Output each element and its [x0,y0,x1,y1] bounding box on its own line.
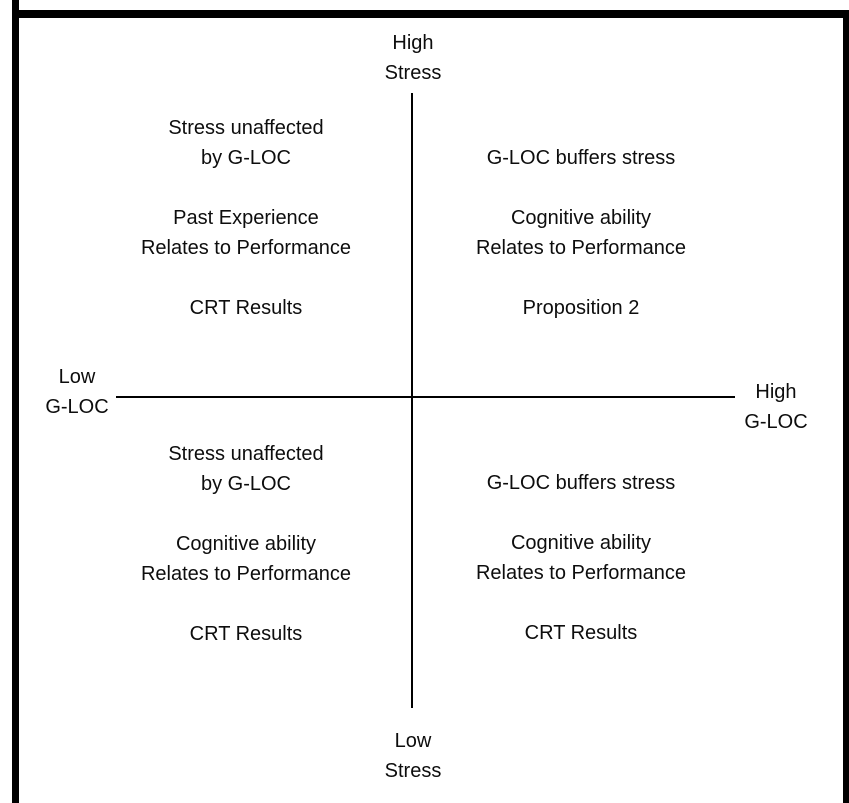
axis-label-low-gloc: Low G-LOC [27,362,127,422]
text-block-proposition-2: Proposition 2 [411,293,751,323]
text-line: Cognitive ability [510,532,652,554]
text-line: CRT Results [524,622,638,644]
text-line: Past Experience [173,207,319,229]
vertical-axis-line [411,93,413,708]
quadrant-top-left: Stress unaffected by G-LOC Past Experien… [76,113,416,323]
text-line: Relates to Performance [140,237,352,259]
text-block-cognitive-ability: Cognitive ability Relates to Performance [76,529,416,589]
text-block-stress-unaffected: Stress unaffected by G-LOC [76,439,416,499]
text-line: Cognitive ability [175,533,317,555]
quadrant-top-right: G-LOC buffers stress Cognitive ability R… [411,143,751,323]
text-block-stress-unaffected: Stress unaffected by G-LOC [76,113,416,173]
text-block-gloc-buffers: G-LOC buffers stress [411,143,751,173]
text-line: Proposition 2 [522,297,640,319]
axis-label-line: G-LOC [744,411,808,433]
text-block-past-experience: Past Experience Relates to Performance [76,203,416,263]
quadrant-bottom-right: G-LOC buffers stress Cognitive ability R… [411,468,751,648]
axis-label-line: Low [394,730,432,752]
text-block-crt-results: CRT Results [76,293,416,323]
axis-label-high-stress: High Stress [353,28,473,88]
text-line: Relates to Performance [475,237,687,259]
text-line: CRT Results [189,297,303,319]
frame-right-border [843,10,849,803]
text-line: Stress unaffected [168,117,324,139]
text-block-gloc-buffers: G-LOC buffers stress [411,468,751,498]
axis-label-line: High [755,381,797,403]
axis-label-high-gloc: High G-LOC [726,377,826,437]
text-line: Cognitive ability [510,207,652,229]
text-line: Relates to Performance [475,562,687,584]
text-block-cognitive-ability: Cognitive ability Relates to Performance [411,203,751,263]
axis-label-line: G-LOC [45,396,109,418]
axis-label-line: High [392,32,434,54]
text-line: Stress unaffected [168,443,324,465]
horizontal-axis-line [116,396,735,398]
frame-top-border [12,10,849,18]
axis-label-line: Stress [384,760,442,782]
text-line: G-LOC buffers stress [486,147,676,169]
text-block-cognitive-ability: Cognitive ability Relates to Performance [411,528,751,588]
text-line: CRT Results [189,623,303,645]
text-line: G-LOC buffers stress [486,472,676,494]
quadrant-bottom-left: Stress unaffected by G-LOC Cognitive abi… [76,439,416,649]
axis-label-low-stress: Low Stress [353,726,473,786]
axis-label-line: Stress [384,62,442,84]
text-line: by G-LOC [200,147,292,169]
axis-label-line: Low [58,366,96,388]
text-line: by G-LOC [200,473,292,495]
text-block-crt-results: CRT Results [411,618,751,648]
frame-left-border [12,0,19,803]
text-line: Relates to Performance [140,563,352,585]
text-block-crt-results: CRT Results [76,619,416,649]
